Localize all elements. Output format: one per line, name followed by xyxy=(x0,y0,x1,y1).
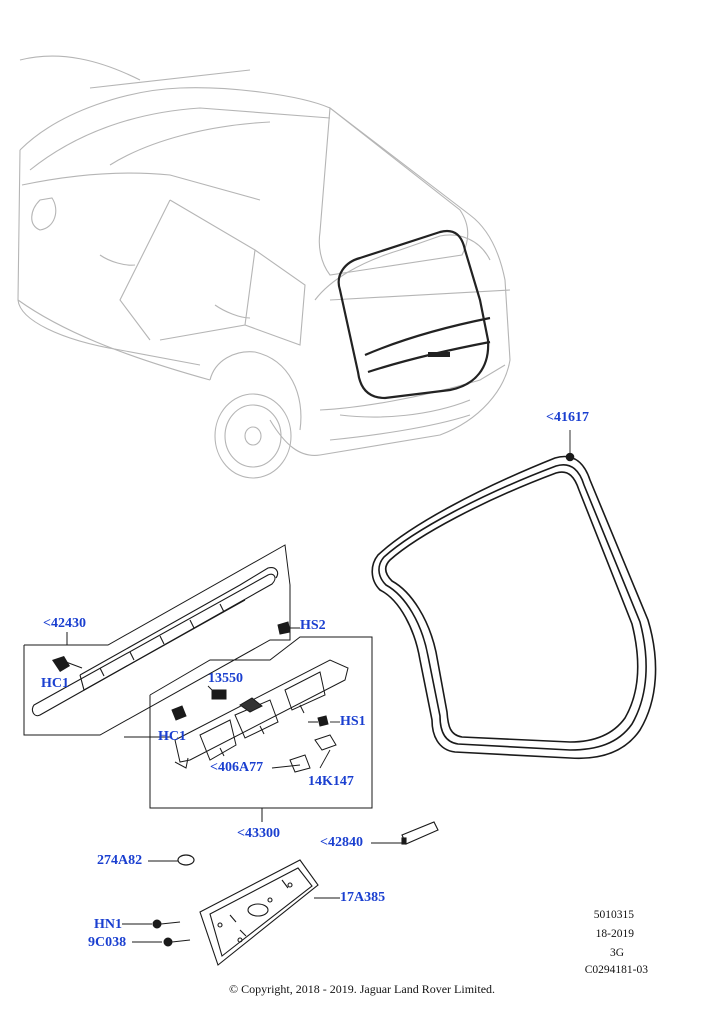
hc1-clip-upper xyxy=(52,656,83,672)
callout-406a77[interactable]: <406A77 xyxy=(210,760,264,775)
callout-17a385[interactable]: 17A385 xyxy=(340,890,386,905)
callout-274a82[interactable]: 274A82 xyxy=(97,853,143,868)
bracket-group-frame xyxy=(149,636,373,822)
callout-42430[interactable]: <42430 xyxy=(43,616,86,631)
vehicle-tailgate-seal xyxy=(337,229,491,400)
callout-hc1-lower[interactable]: HC1 xyxy=(158,729,186,744)
leader-lines xyxy=(122,430,571,943)
finisher-group-frame xyxy=(23,544,291,736)
meta-id-line2: 18-2019 xyxy=(595,928,634,940)
callout-9c038[interactable]: 9C038 xyxy=(88,935,127,950)
seal-ring-part xyxy=(177,854,195,866)
callout-hs1[interactable]: HS1 xyxy=(340,714,366,729)
meta-id-line1: 5010315 xyxy=(593,909,634,921)
copyright-notice: © Copyright, 2018 - 2019. Jaguar Land Ro… xyxy=(228,982,496,996)
callout-42840[interactable]: <42840 xyxy=(320,835,363,850)
callout-hs2[interactable]: HS2 xyxy=(300,618,326,633)
callout-hn1[interactable]: HN1 xyxy=(94,917,122,932)
callout-43300[interactable]: <43300 xyxy=(237,826,280,841)
vehicle-outline xyxy=(17,55,511,479)
plinth-panel-part xyxy=(199,859,319,966)
callout-13550[interactable]: 13550 xyxy=(208,671,243,686)
callout-hc1-upper[interactable]: HC1 xyxy=(41,676,69,691)
strip-part xyxy=(401,821,439,845)
meta-id-line3: 3G xyxy=(609,947,624,959)
meta-id-line4: C0294181-03 xyxy=(584,964,648,976)
callout-14k147[interactable]: 14K147 xyxy=(308,774,354,789)
callout-41617[interactable]: <41617 xyxy=(546,410,589,425)
tailgate-seal-part xyxy=(371,452,657,760)
small-clip-parts xyxy=(171,621,337,773)
bracket-assembly-part xyxy=(174,659,349,769)
fastener-parts xyxy=(152,919,191,947)
upper-finisher-part xyxy=(31,567,279,717)
